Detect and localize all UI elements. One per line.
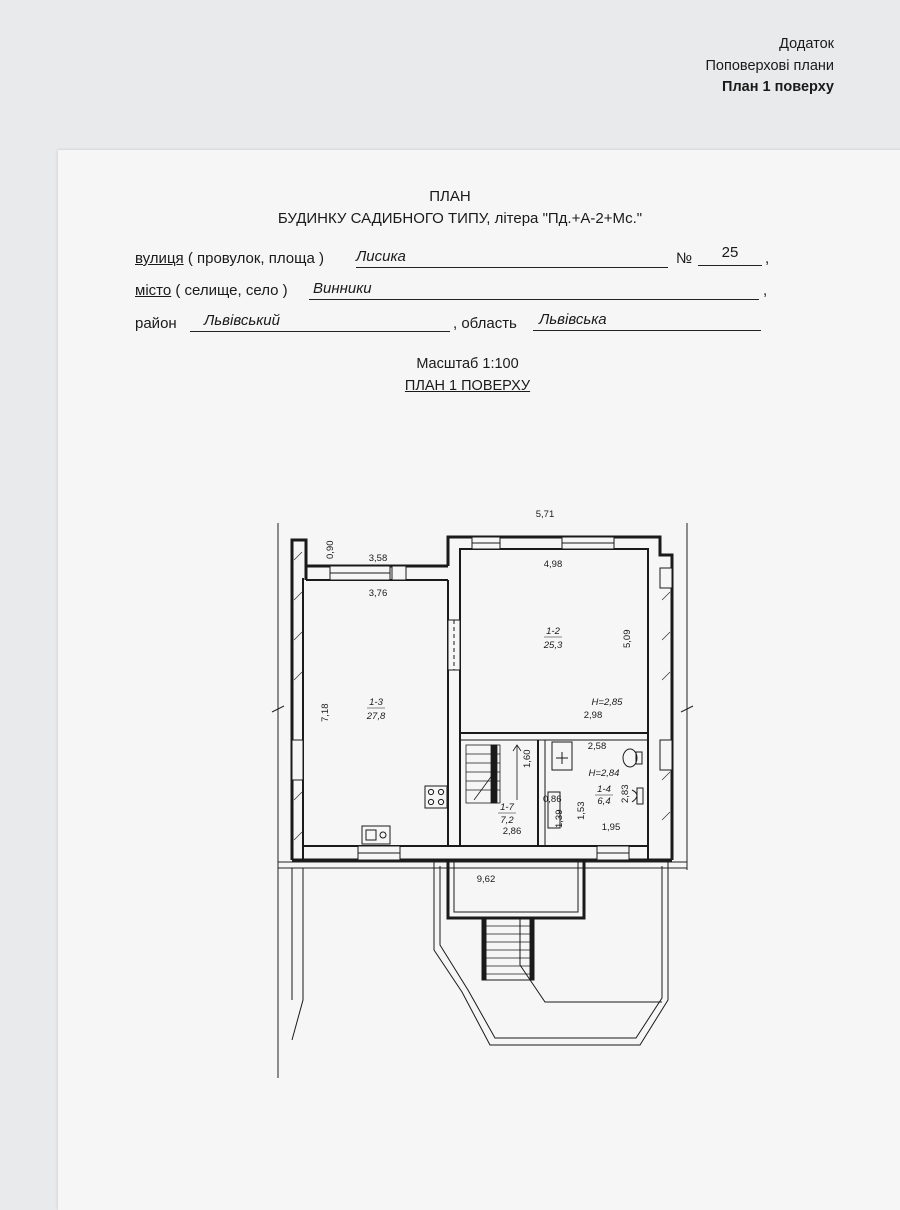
street-label: вулиця ( провулок, площа ): [135, 250, 324, 267]
district-value: Львівський: [204, 312, 280, 329]
dim-086: 0,86: [543, 794, 562, 805]
dim-283: 2,83: [620, 785, 631, 804]
street-value: Лисика: [356, 248, 406, 265]
city-field: Винники: [309, 280, 759, 300]
building-title: БУДИНКУ САДИБНОГО ТИПУ, літера "Пд.+А-2+…: [277, 210, 643, 227]
dim-195: 1,95: [602, 822, 621, 833]
room-1-3-area: 27,8: [366, 711, 386, 722]
dim-358: 3,58: [369, 553, 388, 564]
dim-090: 0,90: [325, 541, 336, 560]
region-value: Львівська: [539, 311, 607, 328]
dim-153: 1,53: [576, 802, 587, 821]
street-label-rest: ( провулок, площа ): [183, 250, 324, 267]
dim-509: 5,09: [622, 630, 633, 649]
dim-298: 2,98: [584, 710, 603, 721]
height-2-84: H=2,84: [589, 768, 620, 779]
dim-139: 1,39: [554, 810, 565, 829]
city-label: місто ( селище, село ): [135, 282, 288, 299]
number-field: 25: [698, 244, 762, 266]
dim-160: 1,60: [522, 750, 533, 769]
room-1-4-area: 6,4: [597, 796, 610, 807]
dimension-labels: 5,71 0,90 3,58 3,76 4,98 7,18 5,09 2,98 …: [320, 509, 633, 885]
wall-hatching: [293, 551, 671, 841]
number-label: №: [676, 250, 693, 267]
region-field: Львівська: [533, 311, 761, 331]
district-label: район: [135, 315, 177, 332]
room-1-2-id: 1-2: [546, 626, 560, 637]
number-value: 25: [721, 244, 739, 261]
interior-stairs: [465, 744, 522, 804]
room-1-7-area: 7,2: [500, 815, 514, 826]
scale-label: Масштаб 1:100: [416, 356, 519, 372]
street-label-main: вулиця: [135, 250, 184, 267]
porch: [291, 860, 669, 1046]
room-1-7-id: 1-7: [500, 802, 514, 813]
city-comma: ,: [763, 282, 768, 299]
dim-962: 9,62: [477, 874, 496, 885]
city-label-rest: ( селище, село ): [171, 282, 288, 299]
dim-overall-width: 5,71: [536, 509, 555, 520]
plan-title: ПЛАН: [429, 188, 471, 205]
room-labels: 1-2 25,3 1-3 27,8 1-4 6,4 1-7 7,2 H=2,85…: [366, 626, 623, 826]
appendix-block: Додаток Поповерхові плани План 1 поверху: [706, 34, 835, 99]
street-comma: ,: [765, 250, 770, 267]
windows: [291, 536, 673, 861]
appendix-label: Додаток: [779, 36, 834, 52]
city-value: Винники: [313, 280, 372, 297]
floor-title: ПЛАН 1 ПОВЕРХУ: [404, 378, 531, 394]
plan-sheet: [58, 150, 900, 1210]
district-field: Львівський: [190, 312, 450, 332]
region-label: , область: [453, 315, 517, 332]
appendix-plan-title: План 1 поверху: [722, 79, 834, 95]
room-1-4-id: 1-4: [597, 784, 611, 795]
dim-286: 2,86: [503, 826, 522, 837]
dim-258: 2,58: [588, 741, 607, 752]
height-2-85: H=2,85: [592, 697, 624, 708]
appendix-subtitle: Поповерхові плани: [705, 57, 835, 74]
street-field: Лисика: [356, 248, 668, 268]
room-1-2-area: 25,3: [543, 640, 563, 651]
kitchen-fixtures: [361, 785, 448, 845]
dim-498: 4,98: [544, 559, 563, 570]
plan-frame: [271, 523, 694, 1078]
city-label-main: місто: [135, 282, 172, 299]
bathroom-fixtures: [547, 741, 644, 829]
dim-376: 3,76: [369, 588, 388, 599]
dim-718: 7,18: [320, 704, 331, 723]
room-1-3-id: 1-3: [369, 697, 383, 708]
